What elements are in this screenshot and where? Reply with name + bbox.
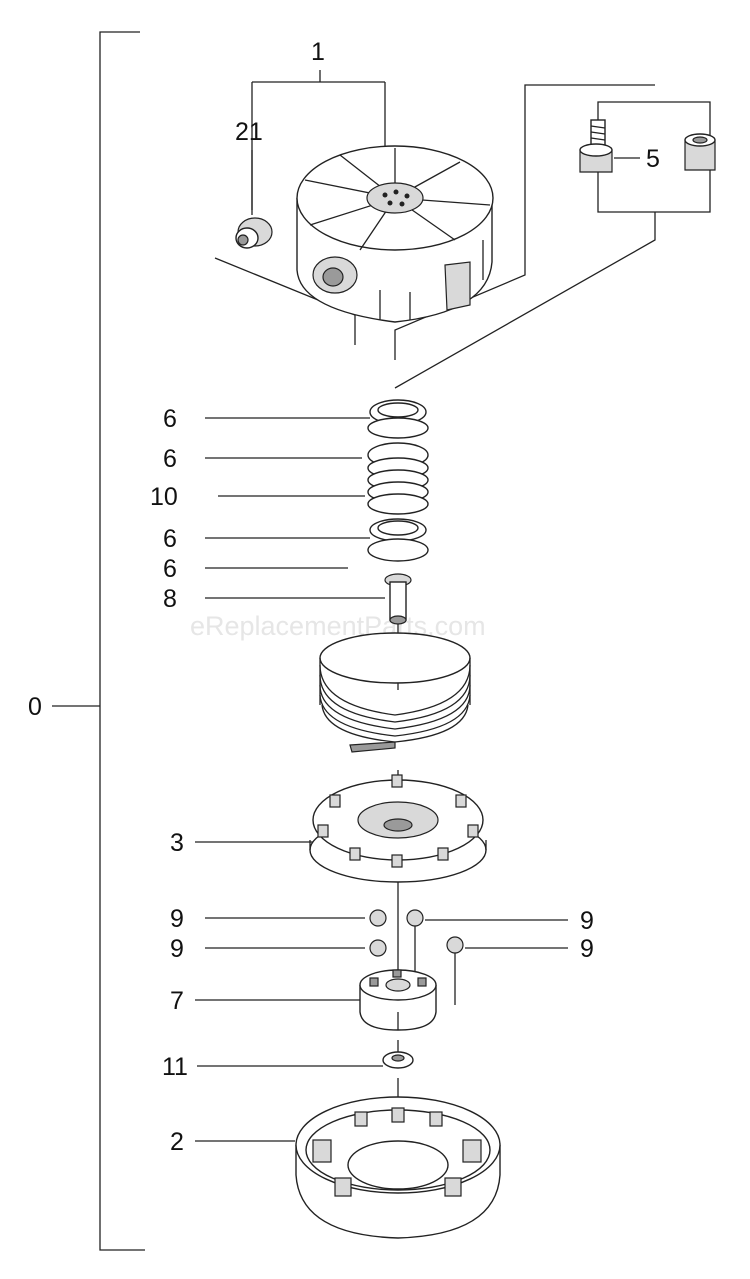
callout-2: 2 [170, 1128, 184, 1156]
callout-7: 7 [170, 987, 184, 1015]
balls-part [369, 909, 464, 957]
holder-part [359, 969, 437, 1031]
callout-11: 11 [162, 1053, 188, 1081]
spool-part [309, 774, 487, 883]
callout-21: 21 [235, 118, 263, 146]
callout-10: 10 [150, 483, 178, 511]
callout-labels: 0 1 21 5 6 6 10 6 6 8 3 9 9 9 9 7 11 2 [28, 38, 660, 1156]
small-washer-part [382, 1051, 414, 1069]
callout-6d: 6 [163, 555, 177, 583]
leader-lines [195, 70, 711, 1170]
cover-part [296, 145, 494, 323]
washer-stack [367, 399, 429, 562]
callout-0: 0 [28, 693, 42, 721]
callout-6a: 6 [163, 405, 177, 433]
callout-5: 5 [646, 145, 660, 173]
callout-9d: 9 [580, 935, 594, 963]
callout-9c: 9 [580, 907, 594, 935]
base-part [295, 1096, 501, 1239]
callout-3: 3 [170, 829, 184, 857]
callout-8: 8 [163, 585, 177, 613]
callout-1: 1 [311, 38, 325, 66]
callout-6c: 6 [163, 525, 177, 553]
plug-part [235, 217, 273, 249]
callout-9a: 9 [170, 905, 184, 933]
assembly-bracket [52, 31, 145, 1251]
callout-9b: 9 [170, 935, 184, 963]
bolt-nut-part [579, 119, 716, 173]
line-coil-part [319, 632, 471, 753]
watermark-text: eReplacementParts.com [190, 611, 486, 641]
shaft-part [384, 573, 412, 625]
callout-6b: 6 [163, 445, 177, 473]
